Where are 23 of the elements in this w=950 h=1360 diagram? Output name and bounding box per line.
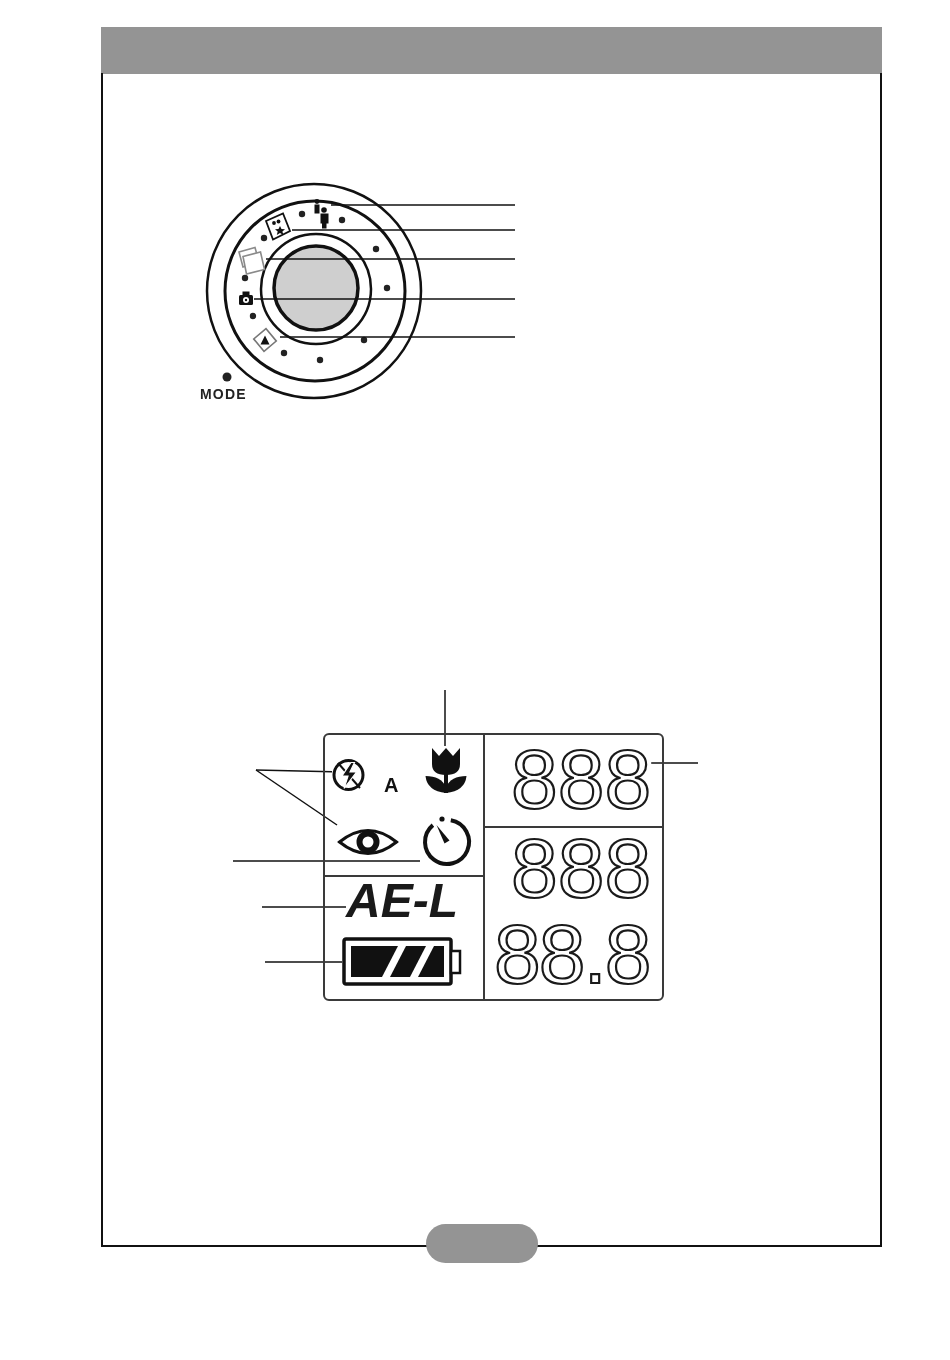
leader-line — [261, 906, 347, 908]
digit-readout: 888 — [511, 737, 652, 821]
dial-label: MODE — [200, 386, 247, 402]
leader-line — [265, 258, 516, 260]
leader-line — [255, 769, 333, 773]
flash-icon — [332, 758, 365, 792]
timer-icon — [420, 814, 472, 867]
leader-line — [291, 229, 516, 231]
leader-line — [650, 762, 699, 764]
indicator-text: AE-L — [346, 877, 461, 925]
lcd-panel — [323, 733, 664, 1001]
leader-line — [330, 204, 516, 206]
leader-line — [232, 860, 421, 862]
frames-icon — [237, 246, 266, 276]
leader-line — [444, 689, 446, 747]
flower-icon — [424, 746, 468, 795]
digit-readout: 88.8 — [494, 912, 650, 996]
camera-icon — [238, 290, 254, 307]
leader-line — [255, 769, 338, 826]
battery-icon — [342, 937, 463, 987]
digit-readout: 888 — [511, 826, 652, 910]
leader-line — [264, 961, 343, 963]
flash-mode-letter: A — [384, 775, 399, 795]
